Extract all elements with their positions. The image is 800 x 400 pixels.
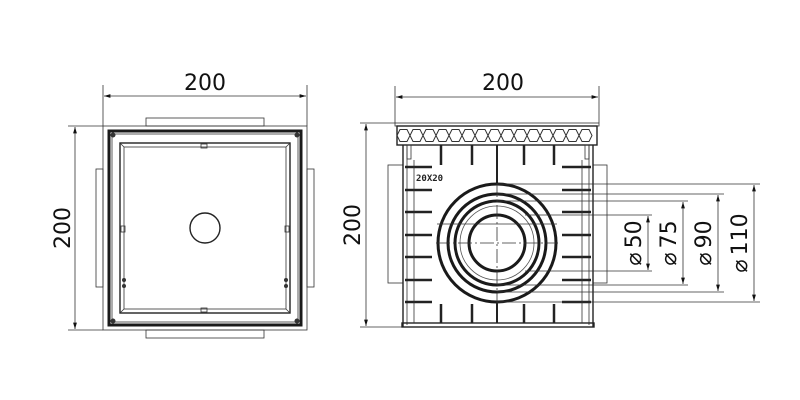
top-view-height-label: 200 <box>51 207 76 249</box>
box-body: 20X20 <box>401 144 595 328</box>
svg-text:⌀75: ⌀ 75 <box>657 220 682 265</box>
side-view: 200 200 <box>341 71 760 328</box>
diameter-value-75: 75 <box>657 220 682 248</box>
flange-top <box>145 117 265 127</box>
diameter-symbol: ⌀ <box>622 252 647 265</box>
side-view-width-dimension: 200 <box>394 71 600 123</box>
diameter-dimension-90: ⌀ 90 <box>692 195 720 291</box>
grid-size-label: 20X20 <box>416 174 443 184</box>
side-flange-left <box>387 164 404 284</box>
top-view-outline <box>102 125 308 331</box>
diameter-dimension-110: ⌀ 110 <box>728 185 756 301</box>
corner-screws <box>110 132 300 324</box>
center-drain-hole <box>189 212 221 244</box>
top-view-rim <box>107 129 303 327</box>
top-view: 200 200 <box>51 71 315 339</box>
flange-right <box>306 168 315 288</box>
flange-left <box>95 168 104 288</box>
top-view-width-label: 200 <box>184 71 226 96</box>
diameter-symbol: ⌀ <box>728 259 753 272</box>
side-view-width-label: 200 <box>482 71 524 96</box>
diameter-symbol: ⌀ <box>657 252 682 265</box>
flange-bottom <box>145 329 265 339</box>
side-view-height-label: 200 <box>341 204 366 246</box>
top-view-inner-frame <box>119 142 291 314</box>
diameter-symbol: ⌀ <box>692 252 717 265</box>
svg-text:⌀90: ⌀ 90 <box>692 220 717 265</box>
grate-cap <box>394 122 600 146</box>
side-view-height-dimension: 200 <box>341 122 403 328</box>
svg-text:⌀110: ⌀ 110 <box>728 213 753 272</box>
top-view-width-dimension: 200 <box>102 71 308 126</box>
top-view-height-dimension: 200 <box>51 125 103 331</box>
diameter-value-110: 110 <box>728 213 753 255</box>
side-flange-right <box>592 164 608 284</box>
diameter-extension-lines <box>497 183 760 303</box>
diameter-value-50: 50 <box>622 220 647 248</box>
diameter-dimension-50: ⌀ 50 <box>622 216 650 270</box>
diameter-dimension-75: ⌀ 75 <box>657 202 685 284</box>
diameter-value-90: 90 <box>692 220 717 248</box>
svg-text:⌀50: ⌀ 50 <box>622 220 647 265</box>
